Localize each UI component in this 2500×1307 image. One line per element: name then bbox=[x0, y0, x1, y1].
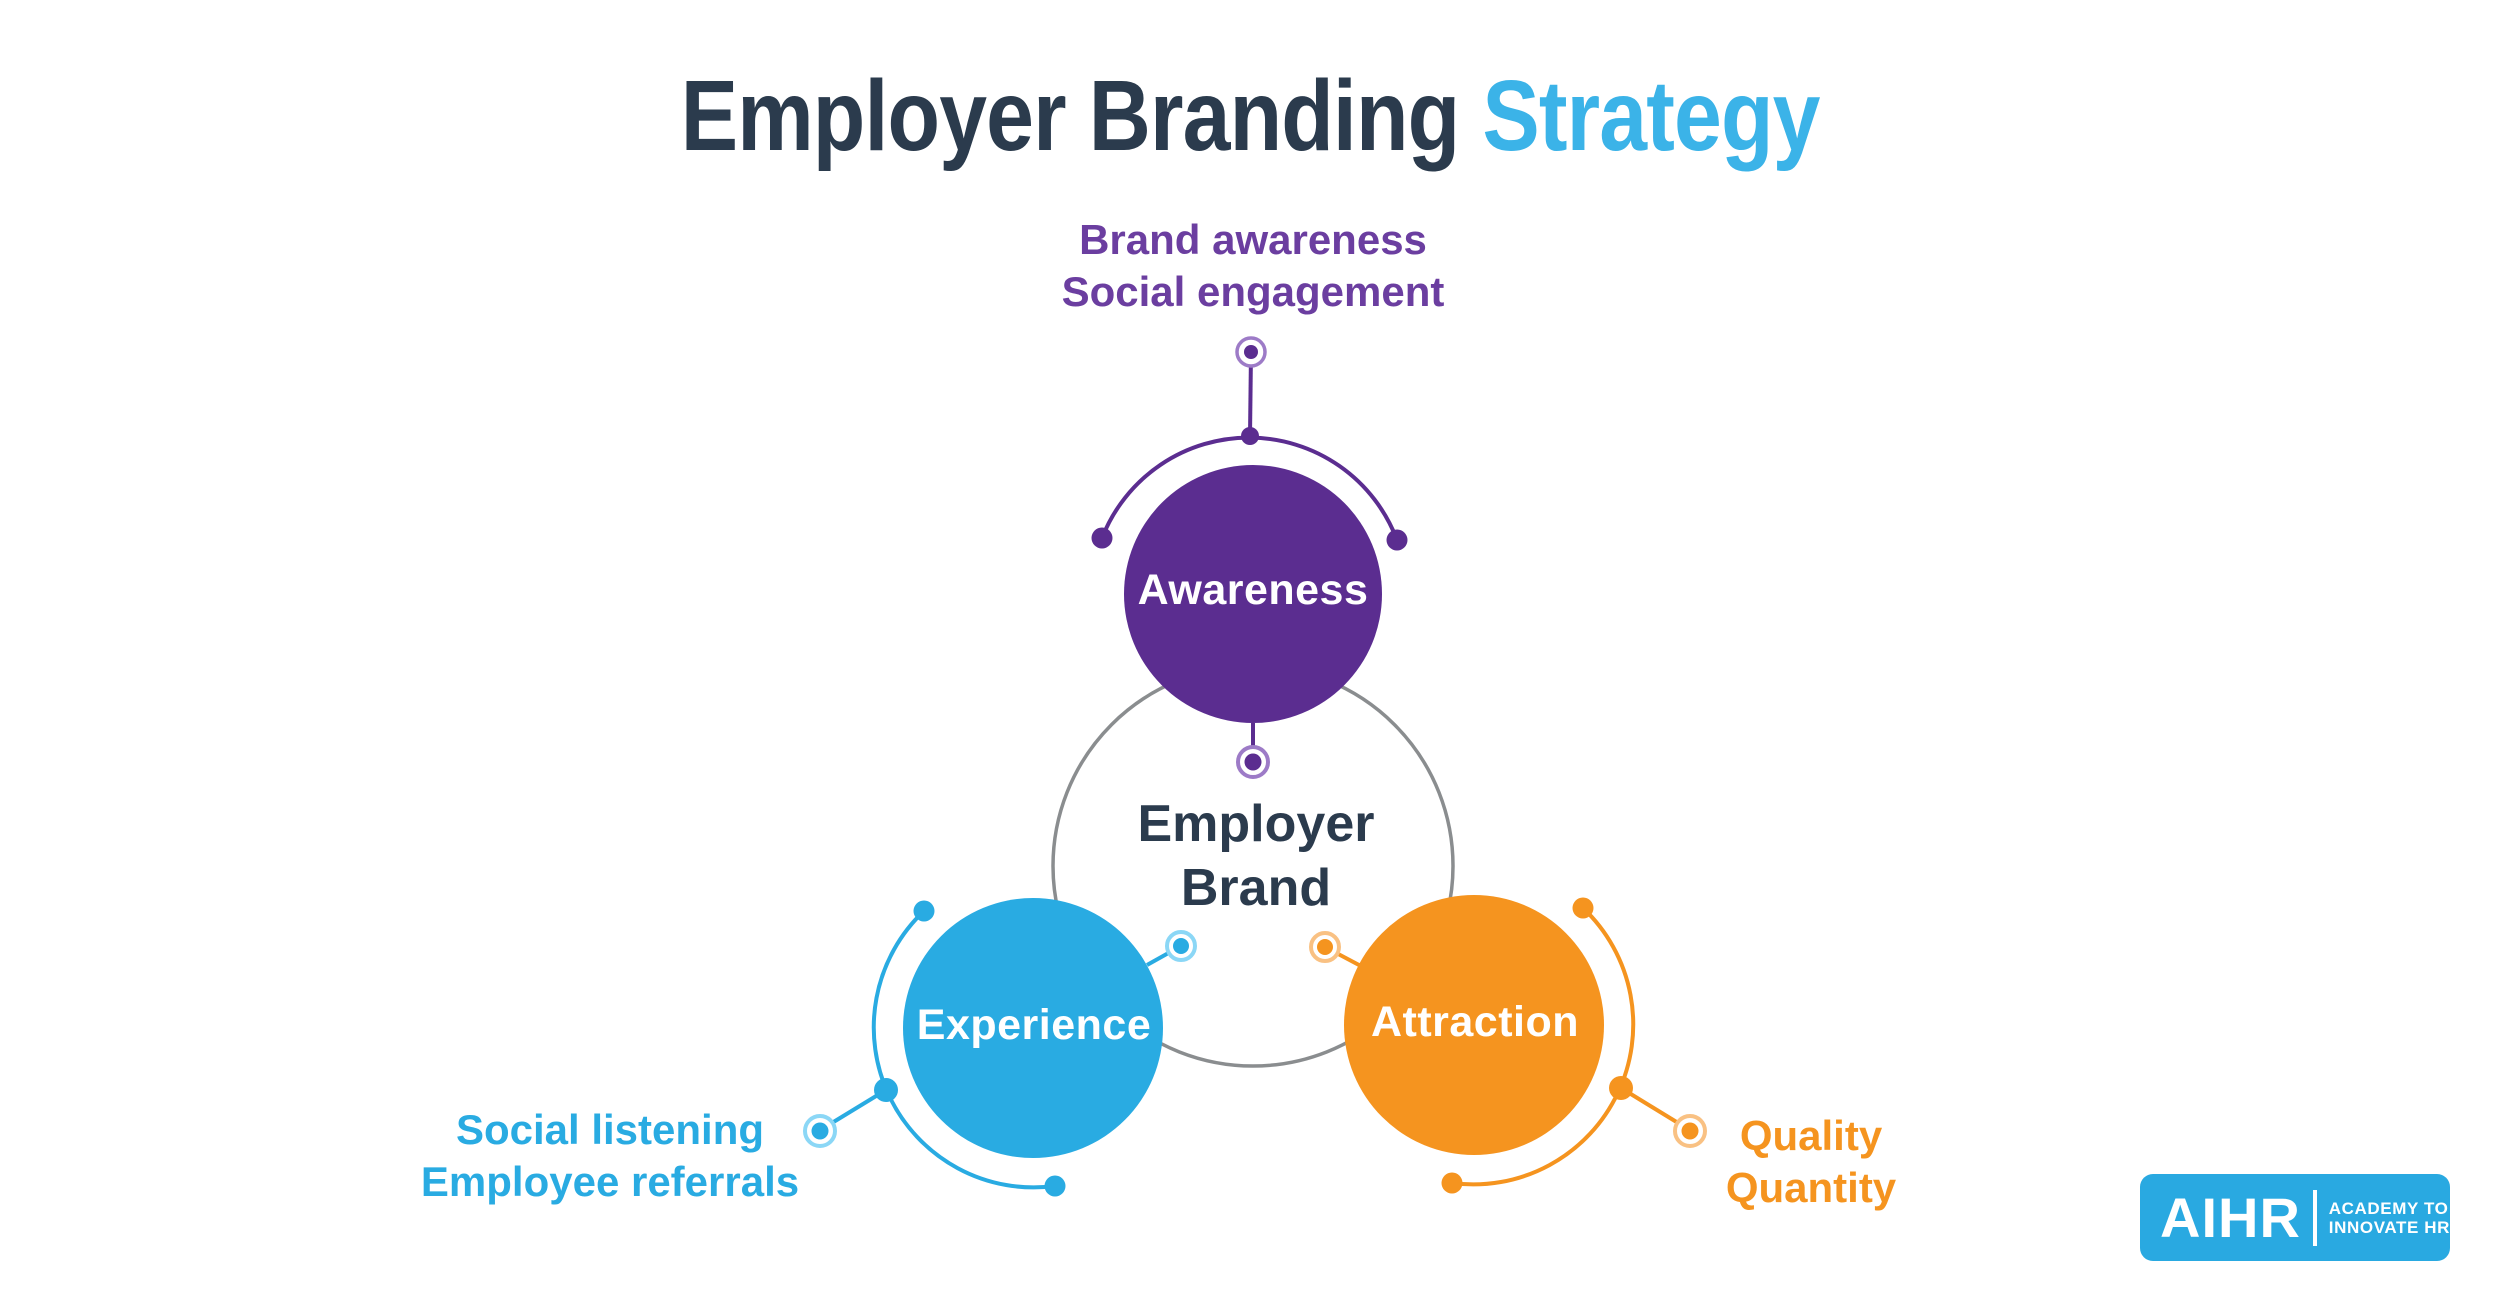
attraction-arc-top-dot bbox=[1572, 897, 1594, 919]
attraction-notes: Quality Quantity bbox=[1611, 1110, 2011, 1214]
aihr-tagline-line2: INNOVATE HR bbox=[2328, 1217, 2450, 1237]
experience-arc-bottom-dot bbox=[1044, 1175, 1066, 1197]
attraction-label: Attraction bbox=[1371, 998, 1579, 1046]
attraction-ringed-dot-center bbox=[1309, 931, 1341, 963]
experience-center-ring-dot bbox=[1173, 938, 1189, 954]
experience-side-ring-dot bbox=[811, 1122, 829, 1140]
aihr-logo-divider bbox=[2312, 1189, 2317, 1246]
employer-brand-label: Employer Brand bbox=[956, 792, 1556, 920]
awareness-notes: Brand awareness Social engagement bbox=[903, 214, 1603, 318]
attraction-note-line1: Quality bbox=[1739, 1112, 1883, 1159]
attraction-arc-junction-dot bbox=[1609, 1076, 1633, 1100]
attraction-center-ring-dot bbox=[1317, 939, 1333, 955]
experience-ringed-dot-side bbox=[803, 1114, 837, 1148]
awareness-note-line2: Social engagement bbox=[1061, 268, 1445, 315]
awareness-bottom-ring-dot bbox=[1244, 753, 1262, 771]
page-title: Employer Branding Strategy bbox=[0, 50, 2500, 182]
experience-arc-junction-dot bbox=[874, 1078, 898, 1102]
awareness-ringed-dot-bottom bbox=[1236, 745, 1270, 779]
awareness-arc-left-dot bbox=[1091, 527, 1113, 549]
awareness-circle bbox=[1124, 465, 1382, 723]
attraction-arc-bottom-dot bbox=[1441, 1172, 1463, 1194]
experience-note-line2: Employee referrals bbox=[420, 1158, 800, 1205]
awareness-arc-right-dot bbox=[1386, 529, 1408, 551]
experience-decorations bbox=[820, 900, 1182, 1197]
attraction-ringed-dot-side bbox=[1673, 1114, 1707, 1148]
experience-arc-top-dot bbox=[913, 900, 935, 922]
awareness-note-line1: Brand awareness bbox=[1079, 216, 1427, 263]
awareness-ringed-dot-top bbox=[1235, 336, 1267, 368]
experience-ringed-dot-center bbox=[1165, 930, 1197, 962]
page-title-text: Employer Branding Strategy bbox=[680, 50, 1821, 182]
aihr-logo-wordmark: AIHR bbox=[2160, 1185, 2301, 1249]
employer-brand-line2: Brand bbox=[1180, 859, 1332, 917]
awareness-top-ring-dot bbox=[1244, 345, 1258, 359]
employer-brand-line1: Employer bbox=[1137, 795, 1375, 853]
title-main: Employer Branding bbox=[680, 60, 1460, 172]
awareness-arc-top-dot bbox=[1241, 427, 1259, 445]
aihr-logo: AIHR ACADEMY TO INNOVATE HR bbox=[2140, 1174, 2450, 1261]
attraction-circle bbox=[1344, 895, 1604, 1155]
aihr-tagline-line1: ACADEMY TO bbox=[2328, 1198, 2449, 1218]
experience-note-line1: Social listening bbox=[455, 1106, 765, 1153]
experience-circle bbox=[903, 898, 1163, 1158]
aihr-logo-tagline: ACADEMY TO INNOVATE HR bbox=[2329, 1199, 2450, 1237]
awareness-label: Awareness bbox=[1138, 566, 1369, 614]
title-accent: Strategy bbox=[1482, 60, 1820, 172]
experience-notes: Social listening Employee referrals bbox=[310, 1104, 910, 1208]
attraction-note-line2: Quantity bbox=[1725, 1164, 1897, 1211]
experience-label: Experience bbox=[917, 1001, 1151, 1049]
attraction-side-ring-dot bbox=[1681, 1122, 1699, 1140]
